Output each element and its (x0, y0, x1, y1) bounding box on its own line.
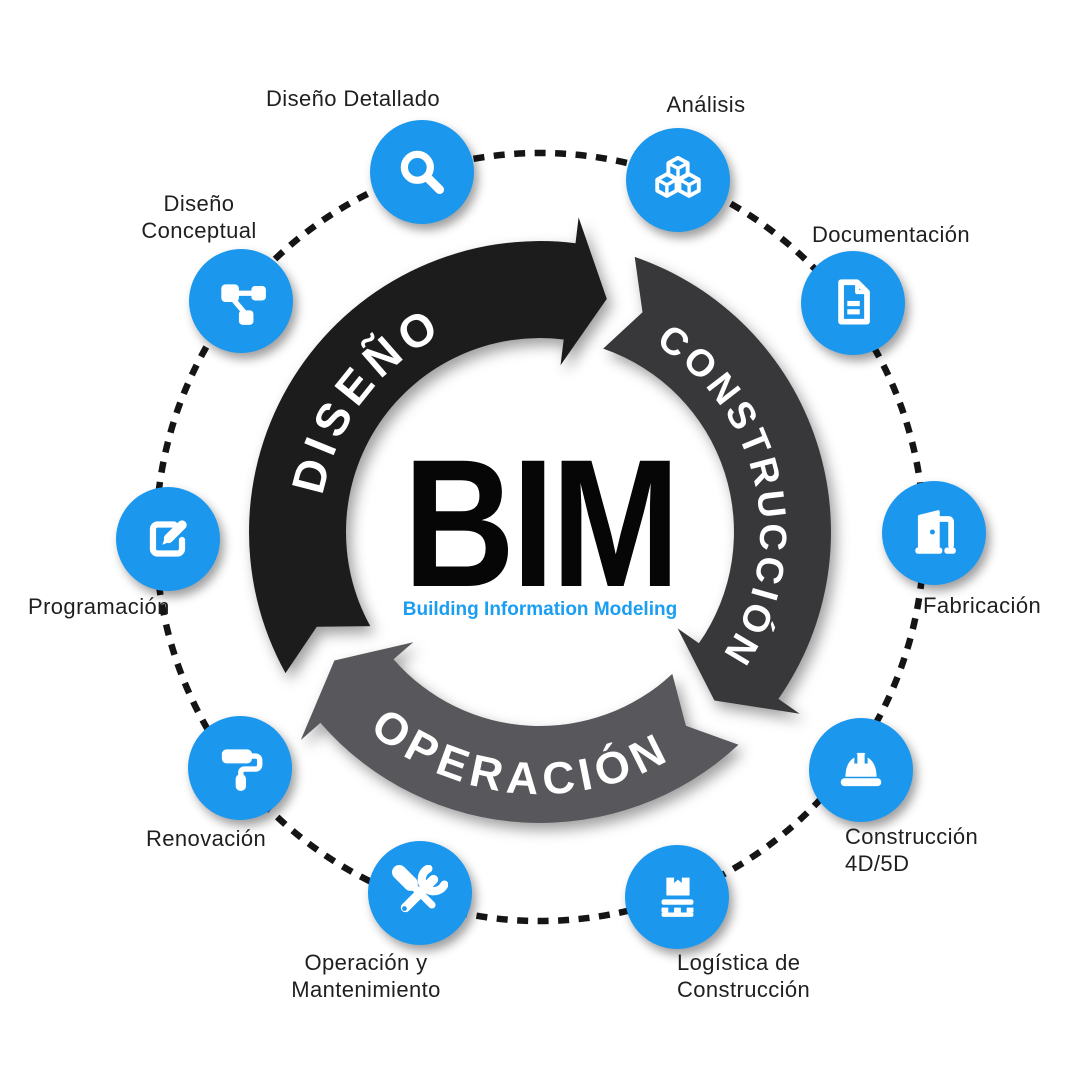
arc-construccion (603, 256, 831, 714)
hard-hat-icon (840, 752, 882, 787)
node-logistica (625, 845, 729, 949)
edit-icon (149, 520, 187, 557)
arc-diseno (249, 217, 607, 674)
pallet-icon (661, 877, 694, 917)
node-label-fabricacion: Fabricación (923, 593, 1042, 618)
node-analisis (626, 128, 730, 232)
center-title-block: BIM Building Information Modeling (379, 421, 701, 626)
node-label-diseno-detallado: Diseño Detallado (266, 86, 440, 111)
node-label-construccion-4d5d: Construcción 4D/5D (845, 824, 979, 876)
node-construccion-4d5d (809, 718, 913, 822)
bim-subtitle: Building Information Modeling (402, 598, 678, 620)
node-label-diseno-conceptual: Diseño Conceptual (141, 191, 257, 243)
door-icon (915, 510, 956, 554)
node-operacion-mantenimiento (368, 841, 472, 945)
node-documentacion (801, 251, 905, 355)
cubes-icon (655, 155, 701, 198)
document-icon (838, 279, 870, 325)
node-fabricacion (882, 481, 986, 585)
bim-title: BIM (403, 421, 680, 626)
arc-operacion (300, 642, 739, 823)
paint-roller-icon (221, 749, 263, 791)
node-label-analisis: Análisis (666, 92, 746, 117)
node-diseno-detallado (370, 120, 474, 224)
tools-icon (392, 865, 448, 913)
node-label-renovacion: Renovación (146, 826, 267, 851)
node-label-logistica: Logística de Construcción (677, 950, 811, 1002)
node-label-programacion: Programación (28, 594, 170, 619)
search-icon (400, 150, 445, 195)
node-label-operacion-mantenimiento: Operación y Mantenimiento (291, 950, 441, 1002)
flowchart-icon (221, 284, 266, 325)
node-renovacion (188, 716, 292, 820)
node-label-documentacion: Documentación (812, 222, 971, 247)
node-programacion (116, 487, 220, 591)
node-diseno-conceptual (189, 249, 293, 353)
